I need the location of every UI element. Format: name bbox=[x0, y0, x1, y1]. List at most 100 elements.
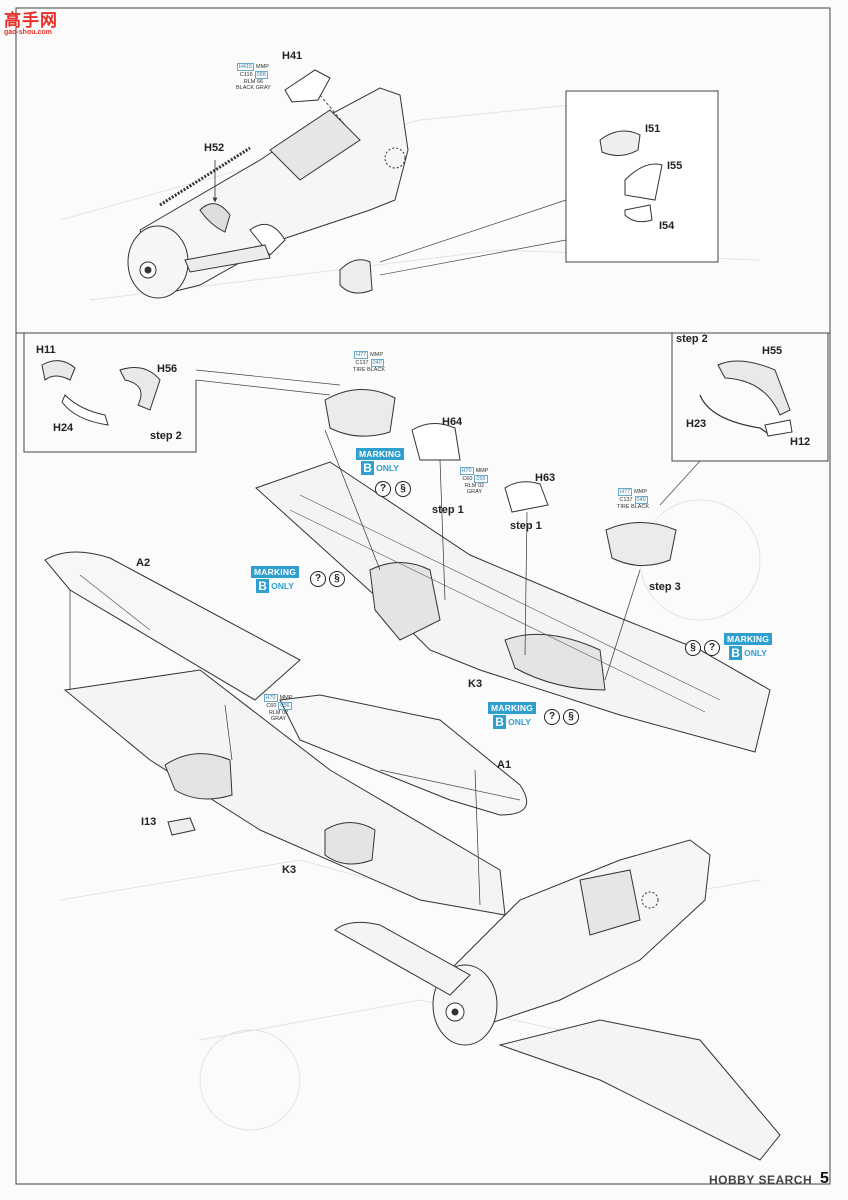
part-label-i51: I51 bbox=[645, 123, 661, 135]
part-label-h23: H23 bbox=[686, 418, 707, 430]
h23-part bbox=[699, 394, 776, 436]
paint-code: 040 bbox=[634, 496, 648, 504]
marking-word: MARKING bbox=[356, 448, 405, 460]
part-label-i55: I55 bbox=[667, 160, 683, 172]
step-label-left: step 2 bbox=[150, 430, 182, 442]
h63-part bbox=[504, 481, 549, 513]
paint-brand: MMP bbox=[634, 489, 648, 495]
paint-color-name: GRAY bbox=[270, 716, 287, 722]
wing-lower-right bbox=[255, 461, 771, 753]
marking-word: MARKING bbox=[724, 633, 773, 645]
paint-code: C60 bbox=[266, 703, 277, 709]
step-label-h63: step 1 bbox=[510, 520, 542, 532]
page-number: 5 bbox=[820, 1170, 829, 1187]
paint-code: H70 bbox=[459, 467, 474, 475]
i54-part bbox=[624, 204, 653, 223]
part-label-a2: A2 bbox=[136, 557, 151, 569]
spiral-icon: § bbox=[563, 709, 579, 725]
marking-only: ONLY bbox=[508, 717, 531, 727]
i51-part bbox=[599, 130, 641, 156]
completed-aircraft bbox=[334, 839, 781, 1161]
paint-code: 088 bbox=[254, 71, 268, 79]
part-label-h41: H41 bbox=[282, 50, 303, 62]
site-logo-url: gao-shou.com bbox=[4, 29, 52, 36]
marking-word: MARKING bbox=[488, 702, 537, 714]
a2-part bbox=[44, 551, 301, 701]
watermark: HOBBY SEARCH bbox=[709, 1173, 813, 1187]
part-label-k3-top: K3 bbox=[468, 678, 483, 690]
question-mark-icon: ? bbox=[544, 709, 560, 725]
marking-letter: B bbox=[729, 646, 743, 660]
step-label-right: step 2 bbox=[676, 333, 708, 345]
h55-part bbox=[717, 360, 791, 416]
h41-part bbox=[284, 69, 331, 103]
marking-word: MARKING bbox=[251, 566, 300, 578]
part-label-k3-bottom: K3 bbox=[282, 864, 297, 876]
part-label-h12: H12 bbox=[790, 436, 811, 448]
i55-part bbox=[624, 163, 663, 201]
paint-brand: MMP bbox=[256, 64, 269, 70]
part-label-h11: H11 bbox=[36, 344, 56, 356]
spiral-icon: § bbox=[685, 640, 701, 656]
marking-letter: B bbox=[493, 715, 507, 729]
step-label-3: step 3 bbox=[649, 581, 681, 593]
fuselage-top bbox=[127, 87, 409, 299]
marking-only: ONLY bbox=[271, 581, 294, 591]
detail-box-h11 bbox=[23, 333, 197, 453]
h11-part bbox=[41, 360, 76, 381]
paint-code: H77 bbox=[354, 351, 369, 359]
seat-part bbox=[339, 259, 373, 294]
a1-part bbox=[279, 694, 528, 816]
site-logo-name: 高手网 bbox=[4, 11, 58, 30]
paint-code: H416 bbox=[236, 63, 255, 71]
paint-brand: MMP bbox=[370, 352, 384, 358]
i13-part bbox=[167, 817, 196, 836]
paint-color-name: GRAY bbox=[466, 489, 483, 495]
paint-rlm: RLM 02 bbox=[464, 483, 485, 489]
h24-part bbox=[61, 394, 109, 426]
paint-code: 056 bbox=[474, 475, 488, 483]
spiral-icon: § bbox=[395, 481, 411, 497]
h56-part bbox=[119, 367, 161, 411]
part-label-h24: H24 bbox=[53, 422, 74, 434]
part-label-h63: H63 bbox=[535, 472, 556, 484]
h64-part bbox=[411, 423, 461, 461]
site-logo: 高手网 gao-shou.com bbox=[4, 6, 58, 36]
question-mark-icon: ? bbox=[704, 640, 720, 656]
part-label-h55: H55 bbox=[762, 345, 783, 357]
marking-letter: B bbox=[256, 579, 270, 593]
paint-color-name: TIRE BLACK bbox=[353, 367, 386, 373]
paint-brand: MMP bbox=[475, 468, 489, 474]
paint-rlm: RLM 66 bbox=[243, 79, 263, 85]
paint-color-name: BLACK GRAY bbox=[236, 85, 271, 91]
detail-box-h55 bbox=[671, 333, 700, 462]
h12-part bbox=[764, 419, 793, 437]
part-label-h52: H52 bbox=[204, 142, 225, 154]
paint-code: C137 bbox=[619, 497, 633, 503]
paint-code: 056 bbox=[278, 702, 292, 710]
page-frame bbox=[15, 7, 831, 1185]
marking-letter: B bbox=[361, 461, 375, 475]
part-label-h64: H64 bbox=[442, 416, 463, 428]
question-mark-icon: ? bbox=[310, 571, 326, 587]
paint-code: C116 bbox=[239, 72, 253, 78]
paint-code: C60 bbox=[462, 476, 473, 482]
marking-only: ONLY bbox=[376, 463, 399, 473]
paint-code: H70 bbox=[263, 694, 278, 702]
part-label-i54: I54 bbox=[659, 220, 675, 232]
paint-code: C137 bbox=[355, 360, 369, 366]
paint-color-name: TIRE BLACK bbox=[617, 504, 650, 510]
spiral-icon: § bbox=[329, 571, 345, 587]
paint-rlm: RLM 02 bbox=[268, 710, 289, 716]
paint-brand: MMP bbox=[279, 695, 293, 701]
part-label-i13: I13 bbox=[141, 816, 157, 828]
h52-part bbox=[159, 146, 251, 207]
